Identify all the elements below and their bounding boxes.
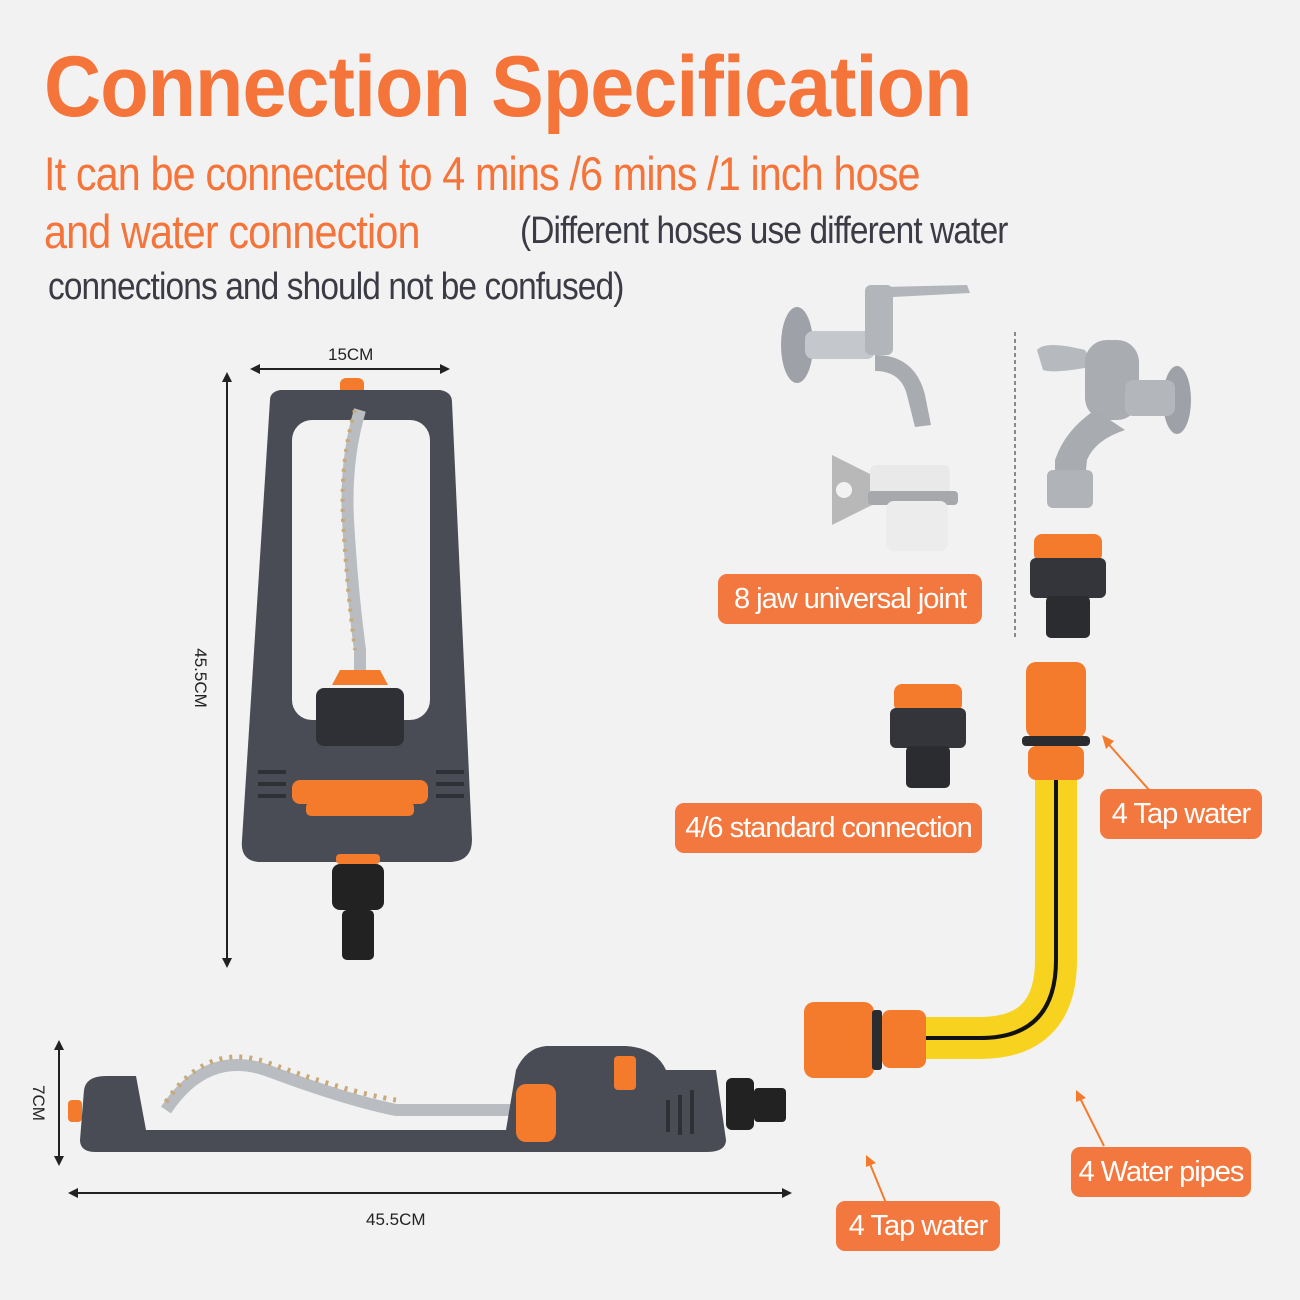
faucet-right-icon [1037, 340, 1191, 508]
sprinkler-top-view-icon [241, 378, 472, 960]
tag-standard-connection: 4/6 standard connection [675, 803, 982, 853]
dimension-length-arrow-icon [222, 372, 232, 968]
page-title: Connection Specification [44, 39, 972, 135]
tap-connector-upper-icon [1030, 534, 1106, 638]
arrow-tap-water-upper-icon [1102, 735, 1151, 792]
dimension-length-label: 45.5CM [190, 648, 210, 708]
standard-connector-icon [890, 684, 966, 788]
note-line-1: (Different hoses use different water [520, 210, 1008, 252]
dimension-width-arrow-icon [250, 364, 450, 374]
universal-joint-icon [832, 455, 958, 551]
tag-tap-water-lower: 4 Tap water [836, 1201, 1000, 1251]
faucet-left-icon [781, 285, 970, 427]
arrow-tap-water-lower-icon [866, 1155, 887, 1204]
dimension-horizontal-label: 45.5CM [366, 1210, 426, 1229]
sprinkler-side-view-icon [68, 1046, 786, 1152]
tag-tap-water-upper: 4 Tap water [1100, 789, 1262, 839]
dimension-horizontal-arrow-icon [68, 1188, 792, 1198]
arrow-water-pipes-icon [1076, 1090, 1105, 1147]
divider-dotted-icon [1014, 332, 1016, 640]
dimension-height-label: 7CM [28, 1085, 48, 1121]
subtitle-line-2: and water connection [44, 205, 420, 258]
tag-water-pipes: 4 Water pipes [1071, 1147, 1251, 1197]
dimension-height-arrow-icon [54, 1040, 64, 1166]
hose-assembly-icon [804, 662, 1090, 1078]
tag-universal-joint: 8 jaw universal joint [718, 574, 982, 624]
subtitle-line-1: It can be connected to 4 mins /6 mins /1… [44, 147, 921, 200]
note-line-2: connections and should not be confused) [48, 266, 624, 308]
dimension-width-label: 15CM [328, 345, 374, 364]
